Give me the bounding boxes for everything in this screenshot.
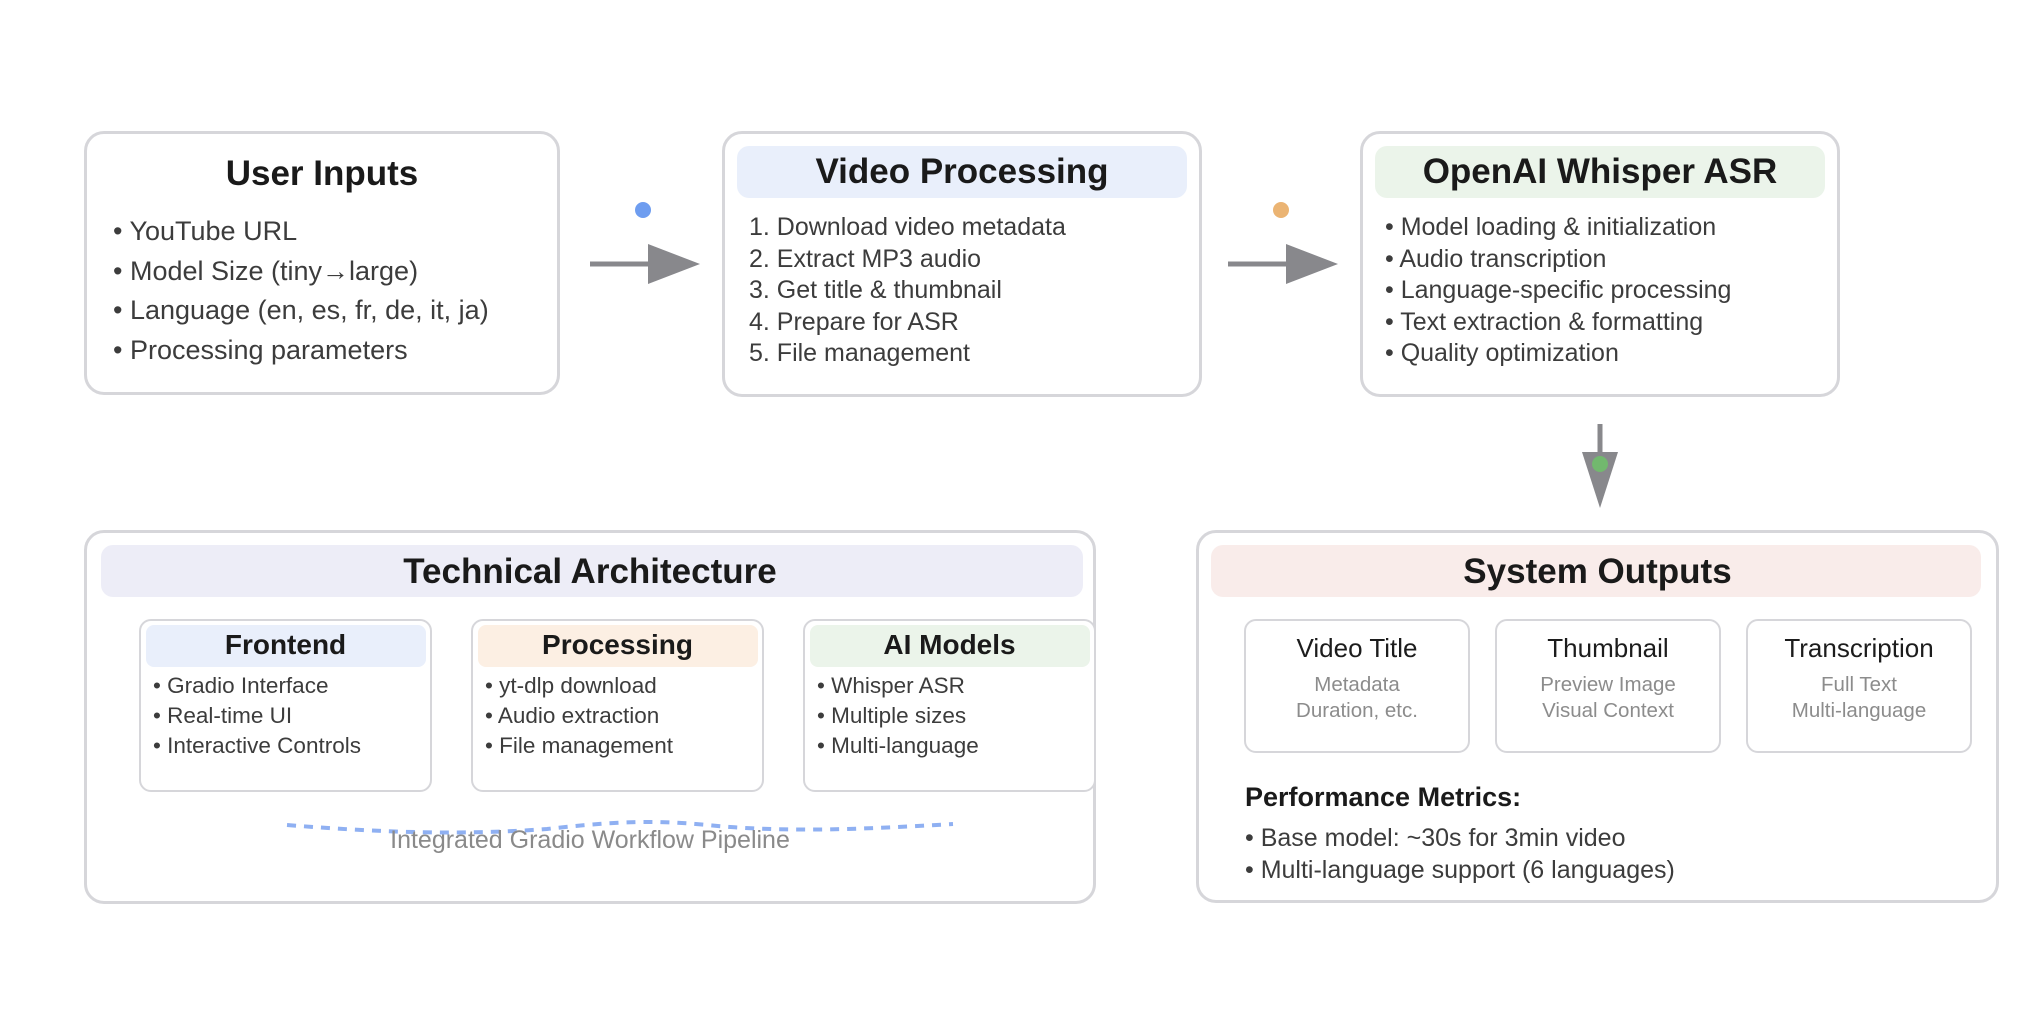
output-card-detail: Duration, etc. — [1296, 699, 1418, 722]
frontend-list: • Gradio Interface • Real-time UI • Inte… — [153, 671, 361, 761]
performance-metrics-list: • Base model: ~30s for 3min video • Mult… — [1245, 823, 1675, 886]
video-processing-title: Video Processing — [815, 152, 1109, 191]
processing-component: Processing • yt-dlp download • Audio ext… — [471, 619, 764, 792]
user-inputs-list: • YouTube URL • Model Size (tiny→large) … — [113, 212, 489, 370]
performance-metrics-title: Performance Metrics: — [1245, 782, 1522, 812]
system-outputs-box: System Outputs Video Title Metadata Dura… — [1196, 530, 1999, 903]
list-item: • Multi-language support (6 languages) — [1245, 855, 1675, 884]
list-item: 2. Extract MP3 audio — [749, 244, 982, 273]
list-item: • File management — [485, 733, 673, 758]
arrow-inputs-to-processing — [590, 202, 700, 284]
frontend-header — [146, 625, 426, 667]
whisper-asr-box: OpenAI Whisper ASR • Model loading & ini… — [1360, 131, 1840, 397]
processing-title: Processing — [542, 629, 693, 660]
output-card-title: Video Title — [1296, 633, 1418, 663]
arrow-head — [1582, 452, 1618, 508]
ai-models-title: AI Models — [883, 629, 1016, 660]
whisper-asr-title: OpenAI Whisper ASR — [1422, 152, 1778, 191]
ai-models-component: AI Models • Whisper ASR • Multiple sizes… — [803, 619, 1096, 792]
output-card-detail: Visual Context — [1542, 699, 1674, 722]
frontend-component: Frontend • Gradio Interface • Real-time … — [139, 619, 432, 792]
list-item: • Base model: ~30s for 3min video — [1245, 824, 1626, 852]
output-card-detail: Metadata — [1314, 673, 1400, 696]
list-item: • Interactive Controls — [153, 733, 361, 758]
arrow-head — [1286, 244, 1338, 284]
list-item: • yt-dlp download — [485, 673, 657, 698]
list-item: 5. File management — [749, 339, 970, 367]
video-processing-header — [737, 146, 1187, 198]
list-item: 4. Prepare for ASR — [749, 307, 959, 336]
technical-architecture-header — [101, 545, 1083, 597]
list-item: • Model loading & initialization — [1385, 213, 1717, 241]
output-card-title: Thumbnail — [1547, 633, 1669, 663]
pipeline-dashed-line — [286, 819, 954, 835]
user-inputs-title: User Inputs — [225, 154, 419, 193]
output-card-thumbnail: Thumbnail Preview Image Visual Context — [1495, 619, 1721, 753]
blue-dot-icon — [635, 202, 651, 218]
list-item: • Processing parameters — [113, 334, 408, 365]
user-inputs-box: User Inputs • YouTube URL • Model Size (… — [84, 131, 560, 395]
processing-list: • yt-dlp download • Audio extraction • F… — [485, 671, 673, 761]
pipeline-label: Integrated Gradio Workflow Pipeline — [390, 826, 790, 854]
ai-models-header — [810, 625, 1090, 667]
video-processing-steps: 1. Download video metadata 2. Extract MP… — [749, 212, 1066, 370]
list-item: • Multi-language — [817, 733, 979, 758]
arrow-whisper-to-outputs — [1582, 424, 1618, 508]
whisper-asr-list: • Model loading & initialization • Audio… — [1385, 212, 1731, 370]
orange-dot-icon — [1273, 202, 1289, 218]
pipeline-connector — [286, 819, 954, 835]
list-item: • Quality optimization — [1385, 339, 1619, 367]
green-dot-icon — [1592, 456, 1608, 472]
technical-architecture-title: Technical Architecture — [403, 552, 777, 591]
whisper-asr-header — [1375, 146, 1825, 198]
list-item: • Language (en, es, fr, de, it, ja) — [113, 295, 489, 325]
list-item: • Real-time UI — [153, 703, 293, 728]
video-processing-box: Video Processing 1. Download video metad… — [722, 131, 1202, 397]
frontend-title: Frontend — [224, 629, 347, 660]
list-item: • Multiple sizes — [817, 703, 967, 728]
output-card-video-title: Video Title Metadata Duration, etc. — [1244, 619, 1470, 753]
list-item: • Audio transcription — [1385, 244, 1607, 273]
list-item: • Model Size (tiny→large) — [113, 255, 419, 286]
output-card-title: Transcription — [1784, 633, 1934, 663]
output-card-detail: Preview Image — [1540, 673, 1676, 696]
list-item: • Audio extraction — [485, 703, 660, 728]
arrow-head — [648, 244, 700, 284]
list-item: • Whisper ASR — [817, 673, 965, 698]
arrow-processing-to-whisper — [1228, 202, 1338, 284]
system-outputs-title: System Outputs — [1463, 552, 1732, 591]
output-card-detail: Full Text — [1821, 673, 1897, 696]
list-item: 1. Download video metadata — [749, 213, 1066, 241]
output-card-detail: Multi-language — [1791, 699, 1927, 722]
ai-models-list: • Whisper ASR • Multiple sizes • Multi-l… — [817, 671, 979, 761]
list-item: • Gradio Interface — [153, 673, 329, 698]
list-item: • YouTube URL — [113, 216, 298, 246]
processing-header — [478, 625, 758, 667]
system-outputs-header — [1211, 545, 1981, 597]
list-item: • Text extraction & formatting — [1385, 307, 1704, 336]
technical-architecture-box: Technical Architecture Frontend • Gradio… — [84, 530, 1096, 904]
output-card-transcription: Transcription Full Text Multi-language — [1746, 619, 1972, 753]
list-item: 3. Get title & thumbnail — [749, 276, 1002, 304]
list-item: • Language-specific processing — [1385, 276, 1732, 304]
